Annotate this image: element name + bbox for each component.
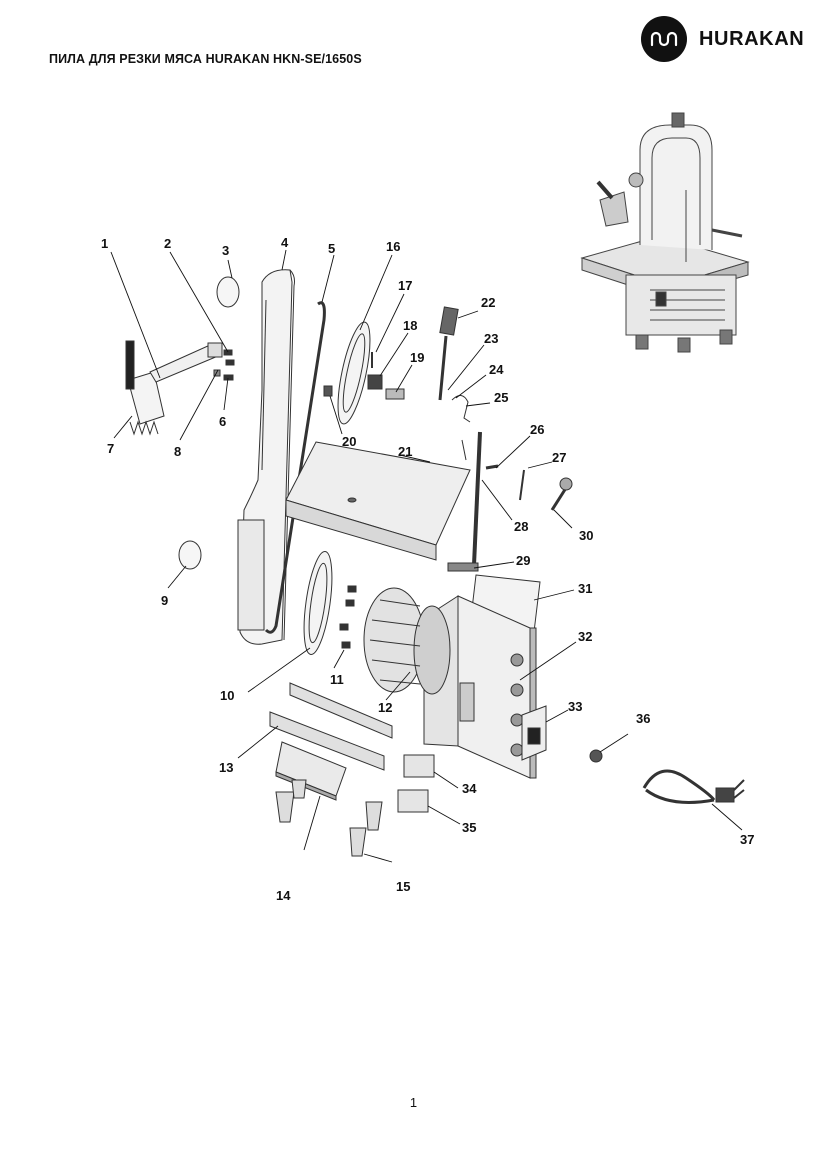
part-22-knob: [438, 306, 459, 401]
part-25-guide: [451, 395, 471, 461]
part-35-plate: [397, 789, 429, 813]
part-15-feet: [349, 801, 383, 857]
callout-20: 20: [342, 434, 356, 449]
callout-30: 30: [579, 528, 593, 543]
callout-1: 1: [101, 236, 108, 251]
callout-13: 13: [219, 760, 233, 775]
callout-17: 17: [398, 278, 412, 293]
callout-26: 26: [530, 422, 544, 437]
part-14-tray: [275, 741, 347, 823]
part-9-disc: [178, 540, 202, 570]
callout-21: 21: [398, 444, 412, 459]
callout-37: 37: [740, 832, 754, 847]
callout-32: 32: [578, 629, 592, 644]
callout-34: 34: [462, 781, 477, 796]
callout-5: 5: [328, 241, 335, 256]
assembled-saw-illustration: [580, 112, 750, 353]
callout-25: 25: [494, 390, 508, 405]
leader-lines: [110, 249, 743, 863]
part-4-frame: [237, 269, 295, 645]
callout-19: 19: [410, 350, 424, 365]
part-34-plate: [403, 754, 435, 778]
part-10-lower-wheel: [303, 550, 333, 656]
callout-10: 10: [220, 688, 234, 703]
callout-33: 33: [568, 699, 582, 714]
callout-23: 23: [484, 331, 498, 346]
part-3-disc: [216, 276, 240, 308]
callout-24: 24: [489, 362, 504, 377]
document-title: ПИЛА ДЛЯ РЕЗКИ МЯСА HURAKAN HKN-SE/1650S: [49, 52, 362, 66]
callout-7: 7: [107, 441, 114, 456]
callout-22: 22: [481, 295, 495, 310]
callout-31: 31: [578, 581, 592, 596]
part-28-rod: [472, 431, 482, 566]
part-6-screws: [213, 349, 235, 381]
callout-12: 12: [378, 700, 392, 715]
callout-numbers: 1 2 3 4 5 6 7 8 9 10 11 12 13 14 15 16 1…: [101, 235, 754, 903]
part-27-spring: [519, 469, 525, 501]
part-33-switch-panel: [521, 705, 547, 761]
callout-9: 9: [161, 593, 168, 608]
callout-16: 16: [386, 239, 400, 254]
callout-3: 3: [222, 243, 229, 258]
part-30-lever: [550, 477, 573, 511]
callout-2: 2: [164, 236, 171, 251]
part-20-screw: [323, 385, 333, 397]
part-29-bar: [447, 562, 479, 572]
callout-29: 29: [516, 553, 530, 568]
callout-34-36: 36: [636, 711, 650, 726]
callout-28: 28: [514, 519, 528, 534]
brand-logo: HURAKAN: [641, 16, 804, 62]
part-19-plate: [385, 388, 405, 400]
part-13-rails: [269, 682, 393, 771]
callout-15: 15: [396, 879, 410, 894]
hurakan-logo-icon: [641, 16, 687, 62]
part-16-upper-wheel: [337, 321, 371, 425]
page-number: 1: [409, 1095, 418, 1110]
callout-4: 4: [281, 235, 289, 250]
callout-27: 27: [552, 450, 566, 465]
callout-6: 6: [219, 414, 226, 429]
part-11-screws: [339, 585, 357, 649]
callout-8: 8: [174, 444, 181, 459]
part-7-meat-pusher: [125, 340, 223, 436]
callout-18: 18: [403, 318, 417, 333]
callout-14: 14: [276, 888, 291, 903]
part-37-power-cable: [642, 769, 745, 804]
callout-35: 35: [462, 820, 476, 835]
part-21-work-table: [285, 441, 471, 561]
part-36-gland: [589, 749, 603, 763]
part-18-block: [367, 374, 383, 390]
brand-name: HURAKAN: [699, 27, 805, 50]
callout-11: 11: [330, 672, 344, 687]
part-12-motor: [363, 587, 451, 695]
part-26-pin: [485, 464, 499, 470]
